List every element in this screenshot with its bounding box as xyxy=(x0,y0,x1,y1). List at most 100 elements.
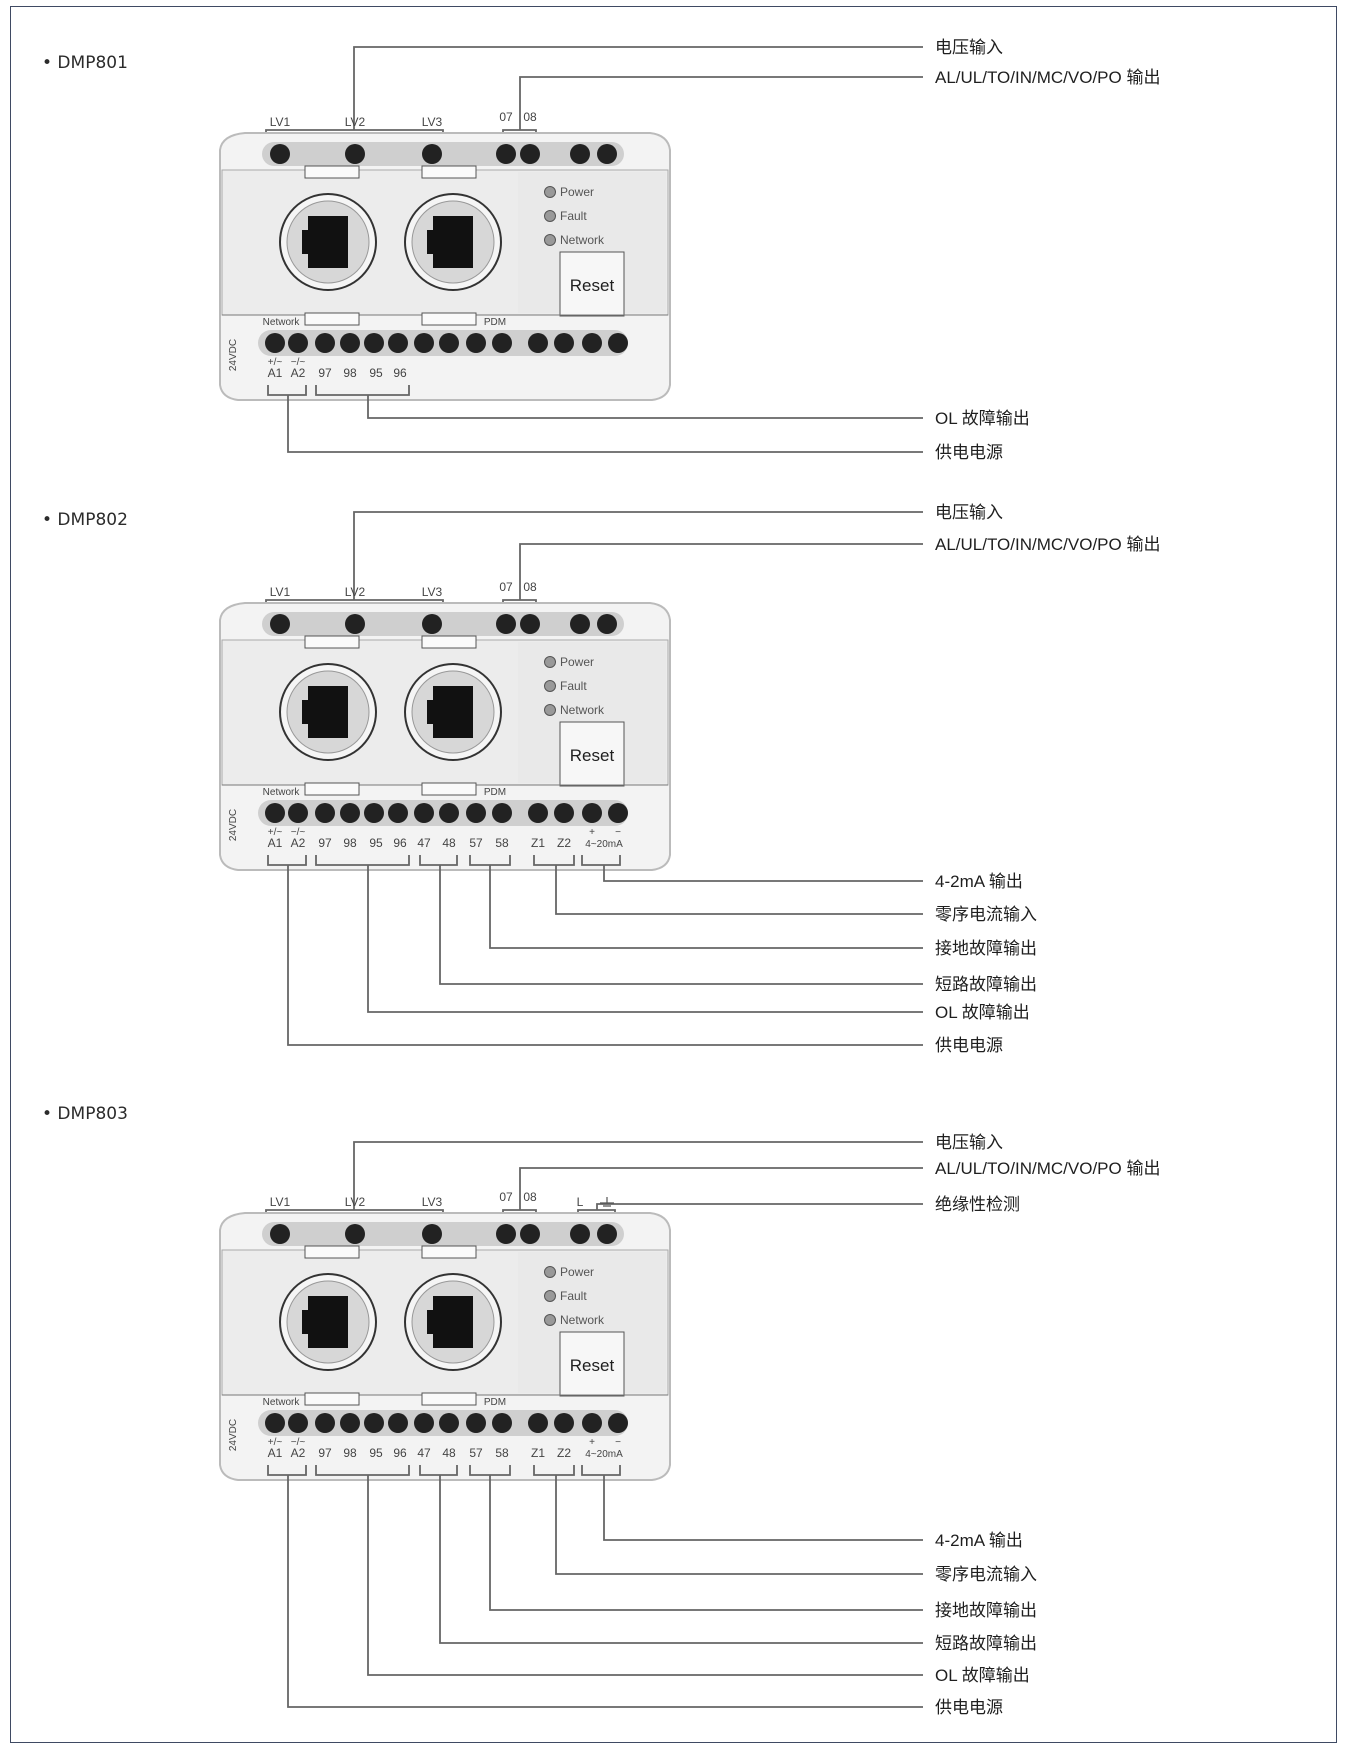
terminal-label: 07 xyxy=(499,1190,513,1204)
tab xyxy=(304,1245,360,1259)
tab xyxy=(421,312,477,326)
tab xyxy=(304,165,360,179)
lower-terminal xyxy=(414,803,434,823)
terminal-label: 4~20mA xyxy=(585,839,623,850)
lower-terminal xyxy=(414,1413,434,1433)
lower-terminal xyxy=(288,1413,308,1433)
led-label: Power xyxy=(560,1265,594,1279)
led-indicator xyxy=(544,210,556,222)
top-label: AL/UL/TO/IN/MC/VO/PO 输出 xyxy=(935,1159,1160,1178)
reset-label: Reset xyxy=(570,1356,615,1375)
upper-terminal-strip xyxy=(262,612,624,636)
ol-bracket xyxy=(315,855,410,866)
network-label: Network xyxy=(263,317,301,328)
led-indicator xyxy=(544,704,556,716)
terminal-label: 58 xyxy=(495,836,509,850)
terminal-label: Z2 xyxy=(557,836,571,850)
network-label: Network xyxy=(263,787,301,798)
terminal-label: Z2 xyxy=(557,1446,571,1460)
top-label: 电压输入 xyxy=(935,1133,1003,1152)
upper-terminal xyxy=(597,614,617,634)
lower-terminal xyxy=(554,803,574,823)
led-label: Power xyxy=(560,655,594,669)
terminal-label: 96 xyxy=(393,836,407,850)
terminal-label: A2 xyxy=(291,366,306,380)
lower-terminal xyxy=(608,333,628,353)
lower-terminal xyxy=(265,333,285,353)
led-indicator xyxy=(544,1314,556,1326)
port-left-jack xyxy=(302,686,348,738)
upper-terminal xyxy=(597,1224,617,1244)
short-circuit-bracket xyxy=(419,1465,458,1476)
terminal-label: 57 xyxy=(469,1446,483,1460)
bottom-leader xyxy=(287,865,923,1046)
power-bracket xyxy=(267,385,307,396)
upper-terminal xyxy=(496,614,516,634)
terminal-label: 08 xyxy=(523,110,537,124)
lower-terminal xyxy=(466,803,486,823)
lower-terminal xyxy=(340,803,360,823)
bottom-label: 4-2mA 输出 xyxy=(935,1531,1023,1550)
led-indicator xyxy=(544,680,556,692)
lower-terminal xyxy=(340,1413,360,1433)
terminal-label: 96 xyxy=(393,366,407,380)
page-frame xyxy=(10,6,1337,1743)
terminal-label: 98 xyxy=(343,366,357,380)
upper-terminal xyxy=(496,1224,516,1244)
led-indicator xyxy=(544,186,556,198)
terminal-label: 97 xyxy=(318,836,332,850)
terminal-label: Z1 xyxy=(531,836,545,850)
lower-terminal xyxy=(608,803,628,823)
lower-terminal xyxy=(288,333,308,353)
upper-terminal xyxy=(422,144,442,164)
side-label: 24VDC xyxy=(228,809,239,841)
lower-terminal xyxy=(528,803,548,823)
lower-terminal xyxy=(466,1413,486,1433)
bottom-label: 供电电源 xyxy=(935,1698,1003,1717)
terminal-label: 98 xyxy=(343,1446,357,1460)
led-indicator xyxy=(544,1266,556,1278)
top-label: 绝缘性检测 xyxy=(935,1195,1020,1214)
led-indicator xyxy=(544,234,556,246)
bottom-label: 供电电源 xyxy=(935,443,1003,462)
terminal-sign: +/~ xyxy=(268,357,283,368)
terminal-label: A2 xyxy=(291,1446,306,1460)
network-label: Network xyxy=(263,1397,301,1408)
terminal-label: 58 xyxy=(495,1446,509,1460)
tab xyxy=(421,1245,477,1259)
terminal-sign: − xyxy=(615,827,621,838)
led-label: Fault xyxy=(560,1289,587,1303)
lower-terminal xyxy=(582,333,602,353)
bottom-label: OL 故障输出 xyxy=(935,409,1030,428)
upper-terminal xyxy=(270,614,290,634)
lower-terminal xyxy=(364,1413,384,1433)
port-right-jack xyxy=(427,1296,473,1348)
tab xyxy=(421,782,477,796)
bottom-leader xyxy=(489,865,923,949)
terminal-sign: −/~ xyxy=(291,357,306,368)
lower-terminal xyxy=(582,803,602,823)
bottom-leader xyxy=(287,1475,923,1708)
terminal-label: 95 xyxy=(369,1446,383,1460)
side-label: 24VDC xyxy=(228,339,239,371)
model-title-dmp801: • DMP801 xyxy=(42,53,128,73)
terminal-label: A1 xyxy=(268,366,283,380)
power-bracket xyxy=(267,1465,307,1476)
pdm-label: PDM xyxy=(484,317,506,328)
upper-terminal xyxy=(270,1224,290,1244)
reset-label: Reset xyxy=(570,276,615,295)
lower-terminal xyxy=(439,803,459,823)
voltage-input-leader xyxy=(353,46,923,130)
lower-terminal xyxy=(364,803,384,823)
lower-terminal xyxy=(439,1413,459,1433)
bottom-label: 零序电流输入 xyxy=(935,1565,1037,1584)
pdm-label: PDM xyxy=(484,787,506,798)
lower-terminal xyxy=(492,1413,512,1433)
bottom-leader xyxy=(439,1475,923,1644)
lower-terminal xyxy=(388,333,408,353)
terminal-label: 08 xyxy=(523,1190,537,1204)
lower-terminal xyxy=(265,1413,285,1433)
bottom-label: 4-2mA 输出 xyxy=(935,872,1023,891)
led-label: Power xyxy=(560,185,594,199)
